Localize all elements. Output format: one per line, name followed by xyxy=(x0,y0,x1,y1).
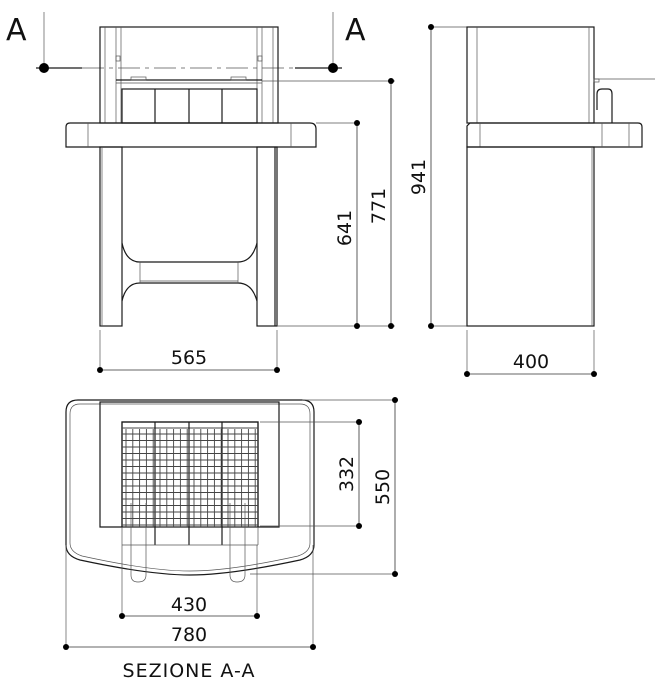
section-dimensions xyxy=(63,397,398,650)
section-point-left xyxy=(39,63,49,73)
grill-gridlines xyxy=(122,429,258,527)
section-caption: SEZIONE A-A xyxy=(123,660,256,682)
grill-grid xyxy=(121,422,259,546)
side-elevation xyxy=(428,24,655,377)
front-elevation xyxy=(65,26,317,327)
dim-grill-width: 430 xyxy=(171,594,207,616)
section-a-a xyxy=(65,399,315,583)
section-point-right xyxy=(328,63,338,73)
dim-grill-height: 771 xyxy=(368,188,390,224)
dim-side-depth: 400 xyxy=(513,351,549,373)
section-marker-right: A xyxy=(345,13,366,48)
dim-front-width: 565 xyxy=(171,347,207,369)
dim-total-width: 780 xyxy=(171,624,207,646)
dim-total-height: 941 xyxy=(408,159,430,195)
dim-grill-depth: 332 xyxy=(336,456,358,492)
front-dimensions xyxy=(97,78,395,373)
section-marker-left: A xyxy=(6,13,27,48)
dim-worktop-height: 641 xyxy=(334,210,356,246)
dim-total-depth: 550 xyxy=(372,469,394,505)
section-line-a-a xyxy=(36,12,342,73)
